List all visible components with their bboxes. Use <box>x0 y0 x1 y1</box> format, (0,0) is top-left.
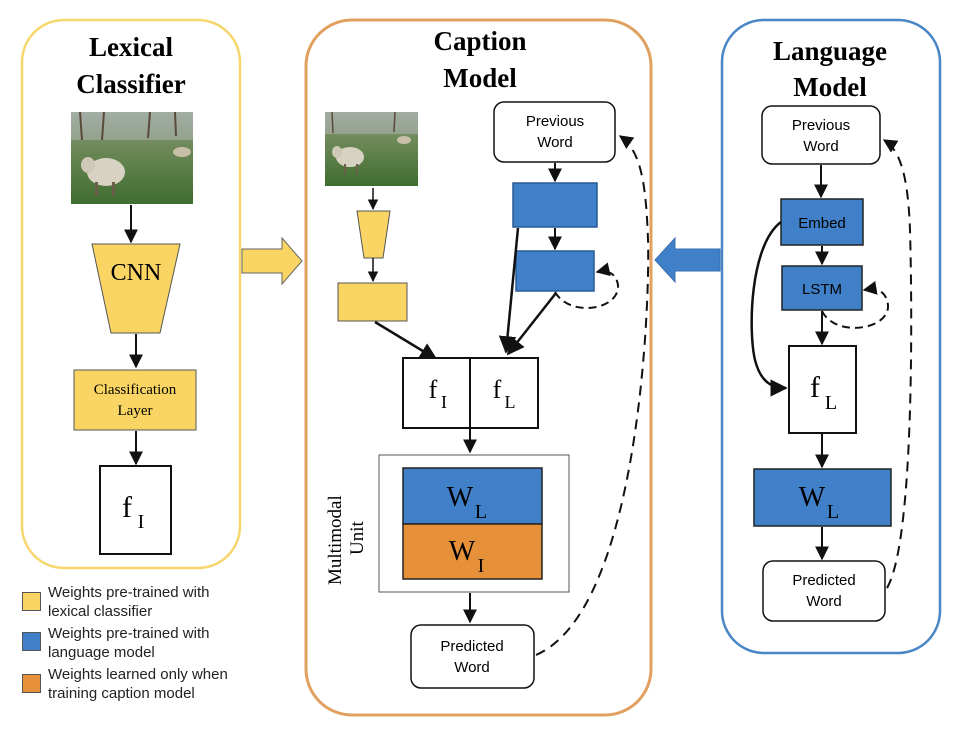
lm-wl-sub: L <box>827 501 839 523</box>
language-model-panel <box>720 18 942 655</box>
caption-wi-block <box>402 523 543 580</box>
caption-fi-main: f <box>429 375 438 404</box>
lm-fl-sub: L <box>825 392 837 414</box>
caption-fi-sub: I <box>441 392 447 412</box>
legend-swatch-yellow <box>22 592 41 611</box>
caption-predicted-word-line1: Predicted <box>440 638 503 655</box>
transfer-arrow-yellow <box>241 236 303 286</box>
cnn-label: CNN <box>111 260 162 286</box>
legend-caption-line2: training caption model <box>48 685 195 702</box>
lm-previous-word-line1: Previous <box>792 117 850 134</box>
caption-wl-block <box>402 467 543 525</box>
multimodal-label-line2: Unit <box>347 521 368 556</box>
multimodal-label-line1: Multimodal <box>325 495 346 585</box>
caption-title-line2: Model <box>443 63 517 93</box>
lm-previous-word-box <box>761 105 881 165</box>
classification-layer-line2: Layer <box>118 403 153 419</box>
lm-predicted-word-line2: Word <box>806 593 842 610</box>
sheep-photo-small <box>325 111 418 186</box>
lm-embed-skip-arrow <box>750 220 788 397</box>
caption-predicted-word-line2: Word <box>454 659 490 676</box>
caption-title-line1: Caption <box>433 26 526 56</box>
caption-embed-block <box>512 182 598 228</box>
caption-wi-main: W <box>449 536 476 567</box>
caption-fl-box <box>469 357 539 429</box>
caption-feedback-arrow <box>535 135 650 656</box>
language-title-line1: Language <box>773 36 887 66</box>
caption-wl-main: W <box>447 482 474 513</box>
lm-wl-block <box>753 468 892 527</box>
lexical-title-line2: Classifier <box>76 69 185 99</box>
lm-wl-main: W <box>799 482 826 513</box>
lm-predicted-word-line1: Predicted <box>792 572 855 589</box>
caption-previous-word-line1: Previous <box>526 113 584 130</box>
lexical-feature-main: f <box>122 491 132 524</box>
lm-lstm-label: LSTM <box>802 281 842 298</box>
legend-lexical-line1: Weights pre-trained with <box>48 584 210 601</box>
caption-wl-sub: L <box>475 501 487 523</box>
caption-image-layer-block <box>337 282 408 322</box>
caption-model-panel <box>304 18 653 717</box>
lm-lstm-block <box>781 265 863 311</box>
caption-previous-word-box <box>493 101 616 163</box>
lexical-title-line1: Lexical <box>89 32 173 62</box>
caption-previous-word-line2: Word <box>537 134 573 151</box>
caption-wi-sub: I <box>478 555 485 577</box>
transfer-arrow-blue <box>654 236 721 284</box>
caption-predicted-word-box <box>410 624 535 689</box>
legend-caption-line1: Weights learned only when <box>48 666 228 683</box>
caption-lstm-block <box>515 250 595 292</box>
classification-layer-block <box>73 369 197 431</box>
lexical-feature-sub: I <box>138 511 145 533</box>
lm-predicted-word-box <box>762 560 886 622</box>
legend-language-line1: Weights pre-trained with <box>48 625 210 642</box>
language-title-line2: Model <box>793 72 867 102</box>
lm-feedback-arrow <box>882 139 913 589</box>
sheep-photo-large <box>71 111 193 204</box>
legend-swatch-orange <box>22 674 41 693</box>
lexical-feature-box <box>99 465 172 555</box>
lm-fl-box <box>788 345 857 434</box>
lm-fl-main: f <box>810 371 820 404</box>
lm-previous-word-line2: Word <box>803 138 839 155</box>
caption-fi-box <box>402 357 471 429</box>
legend-swatch-blue <box>22 632 41 651</box>
legend-language-line2: language model <box>48 644 155 661</box>
caption-fl-main: f <box>493 375 502 404</box>
cnn-block <box>91 243 181 334</box>
lexical-classifier-panel <box>20 18 242 570</box>
caption-fl-sub: L <box>505 392 516 412</box>
lm-lstm-recurrent-arrow <box>821 281 890 329</box>
classification-layer-line1: Classification <box>94 382 177 398</box>
legend-lexical-line2: lexical classifier <box>48 603 153 620</box>
lm-embed-label: Embed <box>798 215 846 232</box>
caption-cnn-block <box>356 210 391 259</box>
